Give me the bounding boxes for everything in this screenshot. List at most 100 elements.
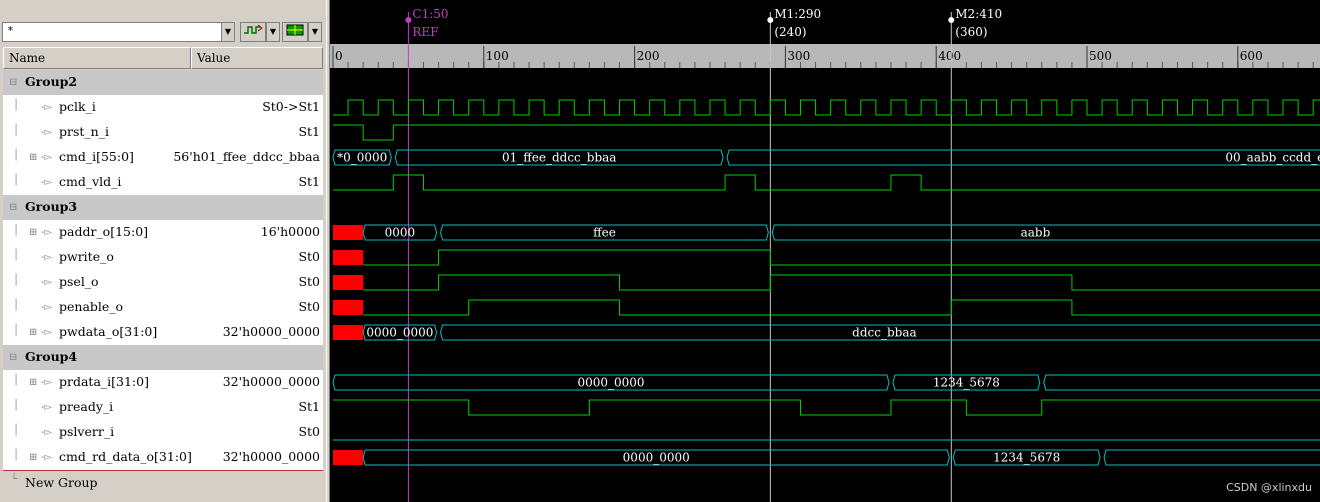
- signal-row[interactable]: │ -▻ pready_i St1: [3, 395, 323, 420]
- signal-name: paddr_o[15:0]: [59, 224, 149, 239]
- bus-segment: [1043, 374, 1320, 391]
- tree-line-icon: │: [13, 400, 20, 411]
- bus-segment: [362, 224, 438, 241]
- bus-value-label: 1234_5678: [933, 376, 1000, 390]
- group-row[interactable]: ⊟Group4: [3, 345, 323, 370]
- collapse-icon[interactable]: ⊟: [9, 202, 18, 213]
- bit-wave: [363, 249, 1320, 266]
- signal-row[interactable]: │⊞-▻cmd_rd_data_o[31:0]32'h0000_0000: [3, 445, 323, 470]
- signal-value: 56'h01_ffee_ddcc_bbaa: [173, 149, 320, 164]
- expand-icon[interactable]: ⊞: [29, 377, 38, 388]
- bus-segment: [332, 374, 890, 391]
- bus-segment: [1103, 449, 1320, 466]
- splitter-handle[interactable]: [326, 0, 330, 502]
- signal-row[interactable]: │⊞-▻paddr_o[15:0]16'h0000: [3, 220, 323, 245]
- group-name: New Group: [25, 475, 98, 490]
- new-group-row[interactable]: └New Group: [3, 470, 323, 495]
- group-row[interactable]: ⊟ Group2: [3, 70, 323, 95]
- tree-line-icon: │: [13, 150, 20, 161]
- signal-value: St0: [298, 274, 320, 289]
- expand-icon[interactable]: ⊞: [29, 452, 38, 463]
- signal-name: pslverr_i: [59, 424, 115, 439]
- signal-port-icon: -▻: [41, 152, 53, 163]
- signal-name: pready_i: [59, 399, 114, 414]
- signal-port-icon: -▻: [41, 427, 53, 438]
- signal-port-icon: -▻: [41, 177, 53, 188]
- signal-value: St0: [298, 299, 320, 314]
- signal-port-icon: -▻: [41, 252, 53, 263]
- bus-segment: [440, 324, 1320, 341]
- bus-segment: [771, 224, 1320, 241]
- signal-value: St0: [298, 424, 320, 439]
- expand-icon[interactable]: ⊞: [29, 327, 38, 338]
- expand-icon[interactable]: ⊞: [29, 227, 38, 238]
- ruler-tick-label: 500: [1089, 49, 1112, 63]
- signal-value: 16'h0000: [260, 224, 320, 239]
- bus-value-label: 0000_0000: [623, 451, 690, 465]
- signal-value: St1: [298, 124, 320, 139]
- signal-port-icon: -▻: [41, 402, 53, 413]
- bus-value-label: 00_aabb_ccdd_e: [1225, 151, 1320, 165]
- bus-segment: [362, 449, 950, 466]
- search-input[interactable]: *: [2, 22, 234, 42]
- expand-icon[interactable]: ⊞: [29, 152, 38, 163]
- signal-name: prdata_i[31:0]: [59, 374, 149, 389]
- signal-row[interactable]: │⊞-▻cmd_i[55:0]56'h01_ffee_ddcc_bbaa: [3, 145, 323, 170]
- chevron-down-icon[interactable]: ▼: [308, 22, 322, 42]
- bus-value-label: 0000_0000: [366, 326, 433, 340]
- signal-value: 32'h0000_0000: [222, 449, 320, 464]
- group-row[interactable]: ⊟Group3: [3, 195, 323, 220]
- tree-line-icon: │: [13, 300, 20, 311]
- signal-name: pclk_i: [59, 99, 96, 114]
- chevron-down-icon[interactable]: ▼: [221, 22, 235, 42]
- signal-value: St1: [298, 174, 320, 189]
- signal-port-icon: -▻: [41, 327, 53, 338]
- tree-line-icon: │: [13, 250, 20, 261]
- tree-line-icon: │: [13, 450, 20, 461]
- signal-row[interactable]: │⊞-▻prdata_i[31:0]32'h0000_0000: [3, 370, 323, 395]
- tree-line-icon: │: [13, 375, 20, 386]
- ruler-tick-label: 200: [637, 49, 660, 63]
- column-header: Name Value: [3, 47, 323, 69]
- value-column-header[interactable]: Value: [191, 47, 323, 69]
- signal-port-icon: -▻: [41, 102, 53, 113]
- grid-color-icon[interactable]: [282, 22, 308, 42]
- marker-m2-label: M2:410: [955, 7, 1002, 21]
- cursor-c1-sublabel: REF: [412, 25, 438, 39]
- chevron-down-icon[interactable]: ▼: [266, 22, 280, 42]
- signal-name: cmd_vld_i: [59, 174, 122, 189]
- bit-wave: [333, 174, 1320, 191]
- wave-format-icon[interactable]: [240, 22, 266, 42]
- bus-segment: [440, 224, 769, 241]
- unknown-state-block: [333, 275, 364, 290]
- collapse-icon[interactable]: ⊟: [9, 77, 18, 88]
- tree-line-icon: │: [13, 100, 20, 111]
- signal-row[interactable]: │⊞-▻pwdata_o[31:0]32'h0000_0000: [3, 320, 323, 345]
- bit-wave: [363, 274, 1320, 291]
- signal-name: cmd_rd_data_o[31:0]: [59, 449, 192, 464]
- bus-segment: [332, 149, 392, 166]
- unknown-state-block: [333, 300, 364, 315]
- bus-segment: [394, 149, 724, 166]
- bus-value-label: 0000_0000: [577, 376, 644, 390]
- signal-name: pwdata_o[31:0]: [59, 324, 158, 339]
- bit-wave: [363, 299, 1320, 316]
- collapse-icon[interactable]: ⊟: [9, 352, 18, 363]
- signal-value: St1: [298, 399, 320, 414]
- name-column-header[interactable]: Name: [3, 47, 191, 69]
- ruler-tick-label: 600: [1240, 49, 1263, 63]
- group-name: Group2: [25, 74, 78, 89]
- ruler-tick-label: 300: [787, 49, 810, 63]
- bus-value-label: 0000: [385, 226, 416, 240]
- tree-line-icon: │: [13, 225, 20, 236]
- signal-value: 32'h0000_0000: [222, 324, 320, 339]
